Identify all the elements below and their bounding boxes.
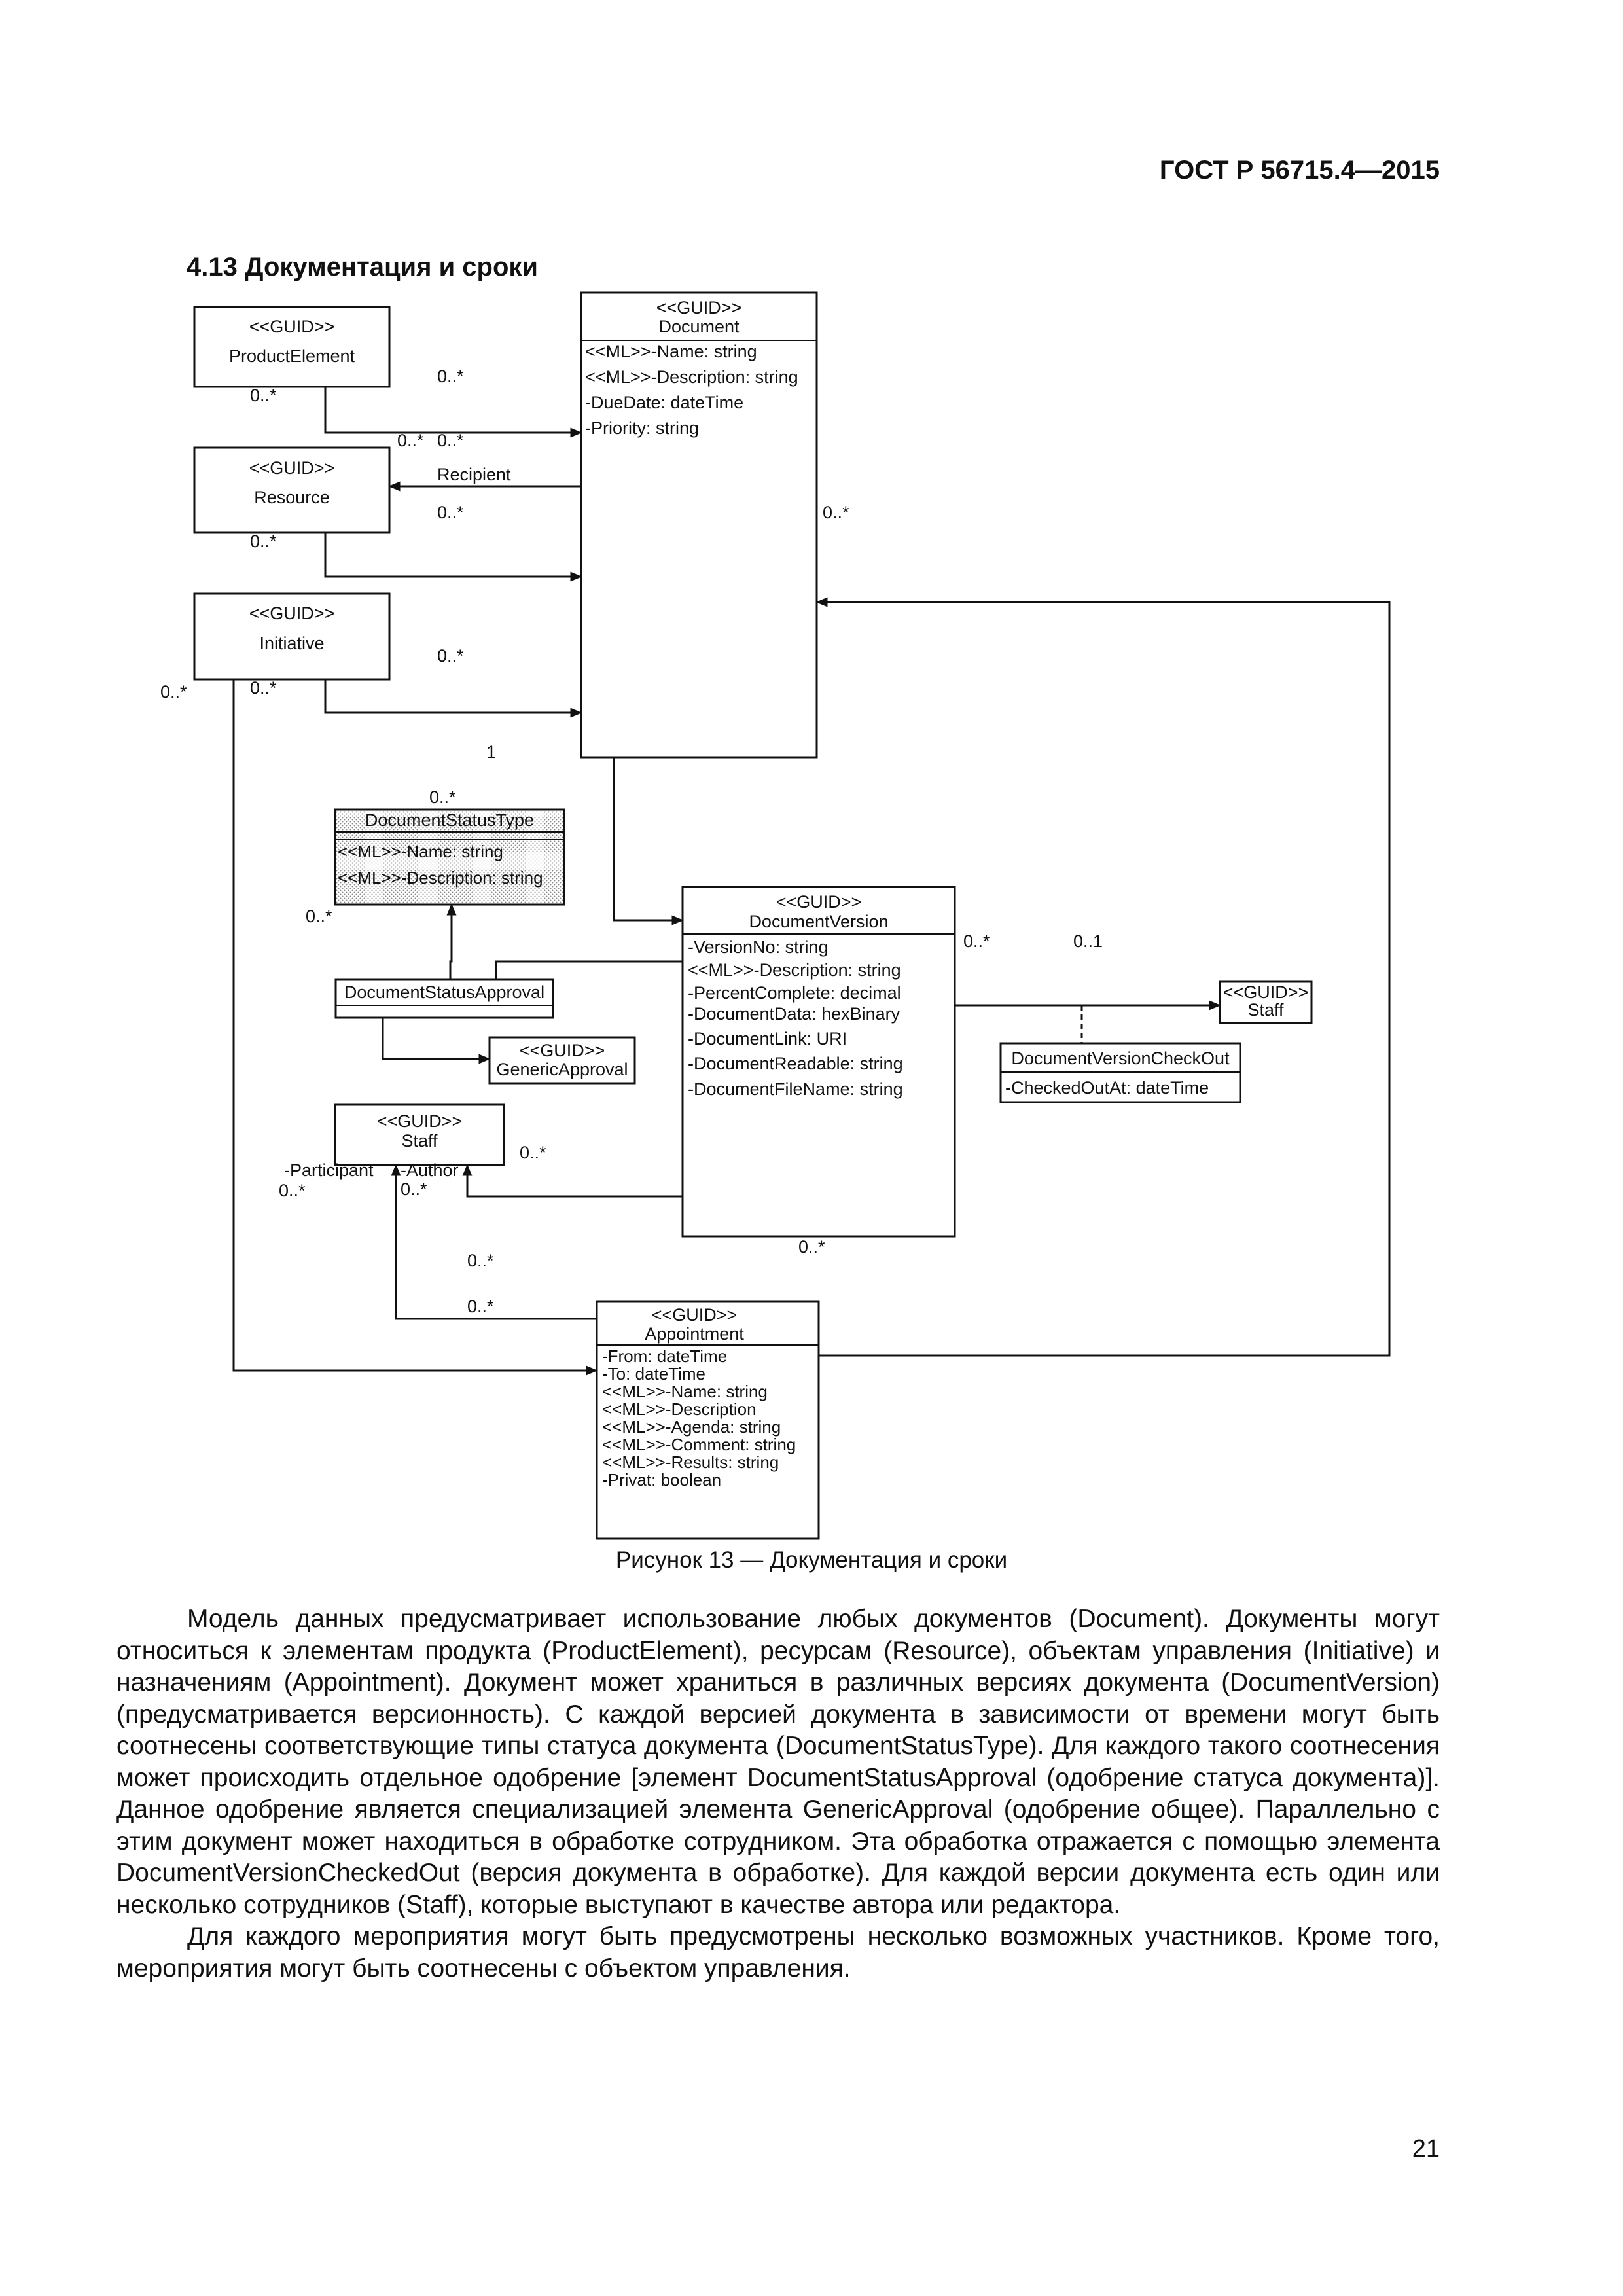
- documentversion-attribute: -DocumentData: hexBinary: [688, 1004, 901, 1024]
- documentversion-attribute: -PercentComplete: decimal: [688, 983, 901, 1003]
- association-appointment-document: [815, 597, 1391, 1357]
- multiplicity-label: 0..*: [397, 431, 424, 450]
- staff-left-name: Staff: [401, 1131, 438, 1151]
- documentversion-attribute: -DocumentLink: URI: [688, 1029, 847, 1049]
- appointment-attribute: -Privat: boolean: [602, 1470, 721, 1490]
- documentstatusapproval-class: DocumentStatusApproval: [334, 978, 554, 1019]
- documentversion-class: <<GUID>> DocumentVersion -VersionNo: str…: [681, 886, 956, 1238]
- multiplicity-label: 0..*: [437, 431, 464, 450]
- association-approval-statustype: [446, 903, 457, 980]
- productelement-name: ProductElement: [229, 346, 355, 366]
- multiplicity-label: 0..*: [467, 1297, 494, 1316]
- genericapproval-class: <<GUID>> GenericApproval: [488, 1036, 636, 1085]
- documentversioncheckout-attribute: -CheckedOutAt: dateTime: [1005, 1078, 1209, 1098]
- multiplicity-label: 0..*: [437, 503, 464, 522]
- document-class: <<GUID>> Document <<ML>>-Name: string <<…: [580, 291, 818, 759]
- section-title: 4.13 Документация и сроки: [187, 253, 539, 281]
- document-attribute: <<ML>>-Name: string: [585, 342, 757, 361]
- role-label-participant: -Participant: [284, 1160, 374, 1180]
- appointment-attribute: <<ML>>-Name: string: [602, 1382, 768, 1401]
- association-version-approval: [495, 960, 683, 980]
- document-attribute: -Priority: string: [585, 418, 699, 438]
- multiplicity-label: 0..*: [250, 678, 277, 698]
- multiplicity-label: 0..*: [467, 1251, 494, 1270]
- role-label-author: -Author: [401, 1160, 459, 1180]
- association-appointment-participant: [391, 1164, 597, 1320]
- productelement-class: <<GUID>> ProductElement: [193, 306, 391, 388]
- appointment-attribute: -To: dateTime: [602, 1364, 705, 1384]
- staff-right-name: Staff: [1247, 1000, 1284, 1020]
- multiplicity-label: 0..1: [1073, 931, 1103, 951]
- genericapproval-stereotype: <<GUID>>: [520, 1041, 605, 1060]
- initiative-stereotype: <<GUID>>: [249, 603, 335, 623]
- association-productelement-document: [324, 387, 582, 438]
- staff-left-stereotype: <<GUID>>: [377, 1111, 463, 1131]
- multiplicity-label: 0..*: [798, 1237, 825, 1257]
- appointment-name: Appointment: [645, 1324, 744, 1344]
- productelement-stereotype: <<GUID>>: [249, 317, 335, 336]
- document-stereotype: <<GUID>>: [656, 298, 742, 317]
- figure-caption: Рисунок 13 — Документация и сроки: [615, 1547, 1008, 1573]
- appointment-attribute: <<ML>>-Results: string: [602, 1452, 779, 1472]
- staff-left-class: <<GUID>> Staff: [334, 1103, 505, 1166]
- page-number: 21: [1412, 2135, 1440, 2162]
- appointment-class: <<GUID>> Appointment -From: dateTime -To…: [596, 1300, 820, 1540]
- multiplicity-label: 0..*: [306, 906, 332, 926]
- association-initiative-appointment: [232, 679, 598, 1376]
- multiplicity-label: 0..*: [160, 682, 187, 702]
- documentversion-stereotype: <<GUID>>: [776, 892, 862, 912]
- documentversion-attribute: -DocumentReadable: string: [688, 1054, 903, 1073]
- standard-code: ГОСТ Р 56715.4—2015: [1159, 156, 1440, 185]
- documentstatustype-name: DocumentStatusType: [365, 810, 534, 830]
- association-approval-generic: [382, 1018, 491, 1064]
- multiplicity-label: 1: [486, 742, 496, 762]
- association-labels: 0..* 0..* 0..* 0..* Recipient 0..* 0..* …: [160, 367, 1103, 1316]
- multiplicity-label: 0..*: [520, 1143, 546, 1162]
- association-version-author: [462, 1164, 683, 1198]
- appointment-attribute: -From: dateTime: [602, 1346, 727, 1366]
- resource-name: Resource: [254, 488, 330, 507]
- document-name: Document: [658, 317, 740, 336]
- resource-stereotype: <<GUID>>: [249, 458, 335, 478]
- paragraph: Модель данных предусматривает использова…: [116, 1605, 1440, 1919]
- multiplicity-label: 0..*: [437, 367, 464, 386]
- document-attribute: <<ML>>-Description: string: [585, 367, 798, 387]
- resource-class: <<GUID>> Resource: [193, 446, 391, 534]
- association-resource-document: [324, 533, 582, 582]
- appointment-attribute: <<ML>>-Agenda: string: [602, 1417, 781, 1437]
- documentstatustype-attribute: <<ML>>-Name: string: [338, 842, 503, 861]
- documentversion-attribute: <<ML>>-Description: string: [688, 960, 901, 980]
- multiplicity-label: 0..*: [429, 787, 456, 807]
- multiplicity-label: 0..*: [437, 646, 464, 666]
- document-attribute: -DueDate: dateTime: [585, 393, 743, 412]
- documentstatustype-attribute: <<ML>>-Description: string: [338, 868, 543, 888]
- multiplicity-label: 0..*: [279, 1181, 306, 1200]
- documentversion-attribute: -DocumentFileName: string: [688, 1079, 903, 1099]
- multiplicity-label: 0..*: [401, 1179, 427, 1199]
- documentversioncheckout-class: DocumentVersionCheckOut -CheckedOutAt: d…: [999, 1042, 1241, 1103]
- multiplicity-label: 0..*: [250, 531, 277, 551]
- staff-right-class: <<GUID>> Staff: [1219, 980, 1313, 1024]
- documentstatusapproval-name: DocumentStatusApproval: [344, 982, 544, 1002]
- multiplicity-label: 0..*: [823, 503, 849, 522]
- documentversion-attribute: -VersionNo: string: [688, 937, 829, 957]
- initiative-name: Initiative: [259, 634, 324, 653]
- appointment-stereotype: <<GUID>>: [652, 1305, 738, 1325]
- documentstatustype-class: DocumentStatusType <<ML>>-Name: string <…: [334, 808, 565, 906]
- role-label-recipient: Recipient: [437, 465, 511, 484]
- initiative-class: <<GUID>> Initiative: [193, 592, 391, 681]
- appointment-attribute: <<ML>>-Comment: string: [602, 1435, 796, 1454]
- association-document-version: [613, 757, 684, 925]
- documentversion-name: DocumentVersion: [749, 912, 888, 931]
- multiplicity-label: 0..*: [963, 931, 990, 951]
- genericapproval-name: GenericApproval: [496, 1060, 628, 1079]
- staff-right-stereotype: <<GUID>>: [1223, 982, 1309, 1002]
- appointment-attribute: <<ML>>-Description: [602, 1399, 757, 1419]
- paragraph: Для каждого мероприятия могут быть преду…: [116, 1922, 1440, 1982]
- association-initiative-document: [324, 679, 582, 718]
- body-text: Модель данных предусматривает использова…: [116, 1604, 1440, 1984]
- multiplicity-label: 0..*: [250, 386, 277, 405]
- documentversioncheckout-name: DocumentVersionCheckOut: [1011, 1049, 1230, 1068]
